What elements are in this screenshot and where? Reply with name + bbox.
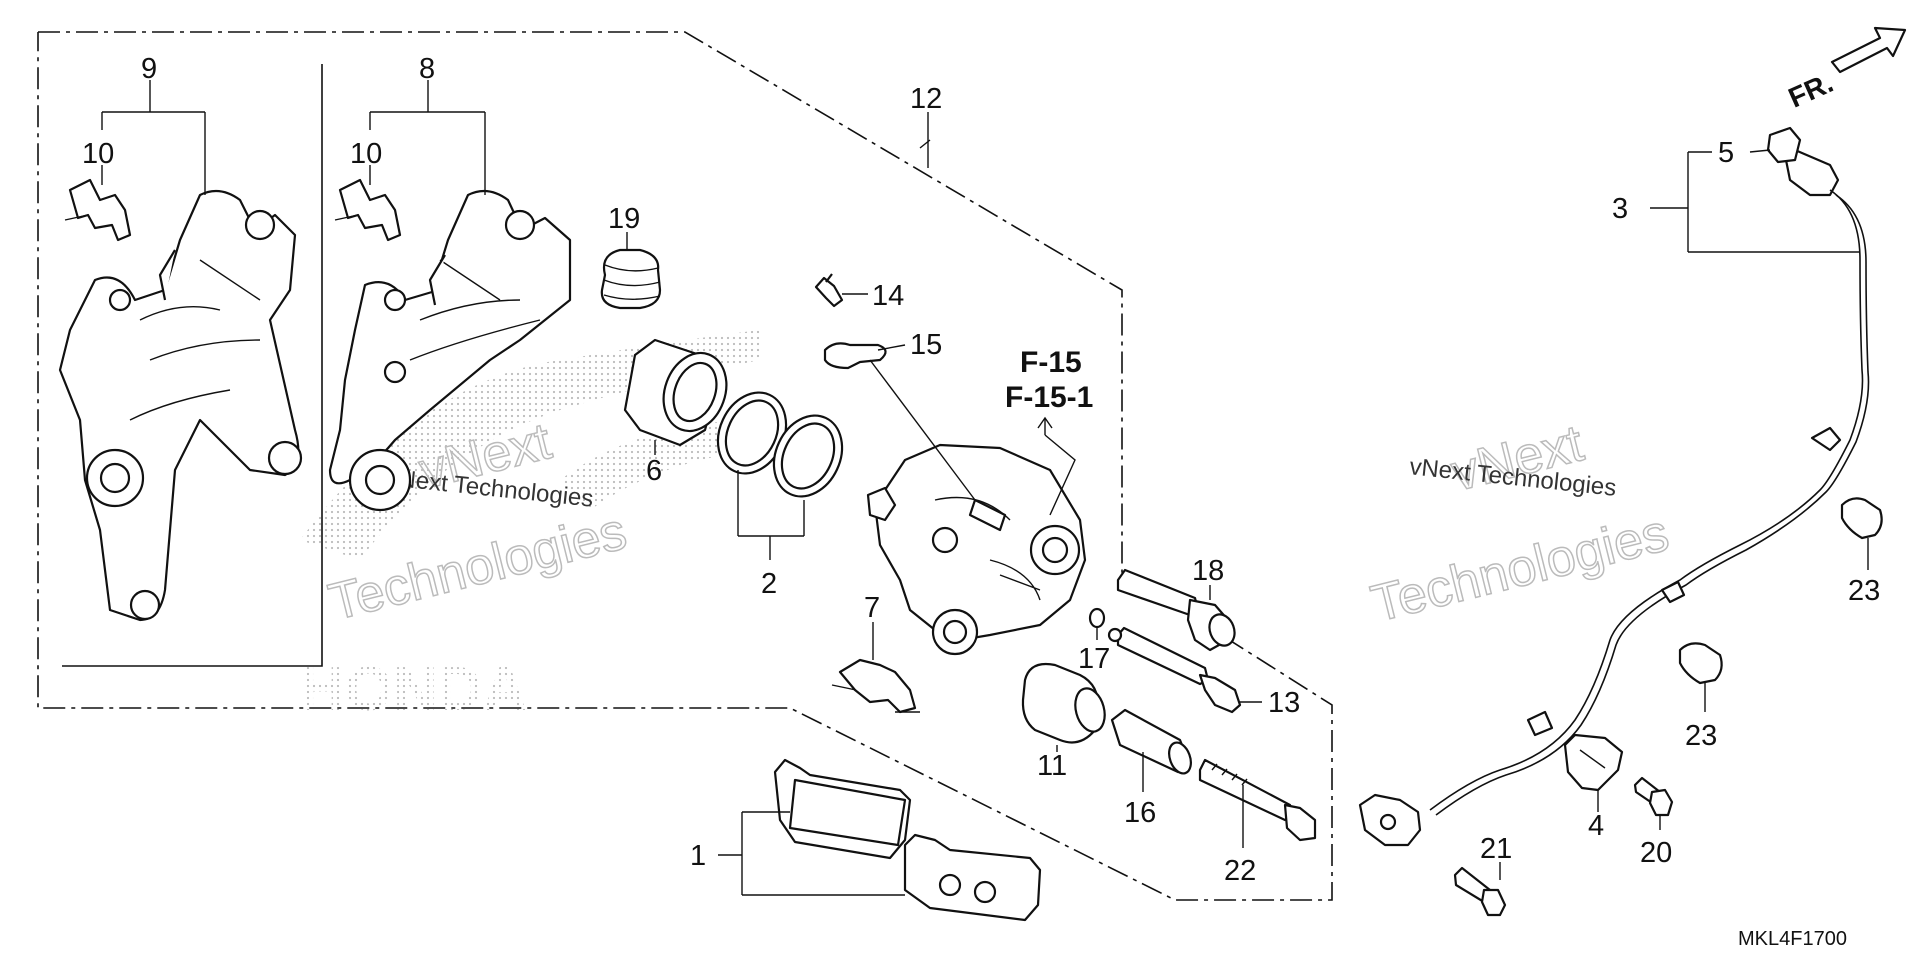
front-marker-label: FR. (1784, 67, 1838, 114)
bleeder-screw-14[interactable] (814, 273, 844, 308)
caliper-bracket-9[interactable] (58, 189, 303, 622)
label-20[interactable]: 20 (1640, 837, 1672, 869)
label-9[interactable]: 9 (141, 53, 157, 85)
brake-pads-1[interactable] (773, 758, 1042, 922)
watermark-brand: HONDA (300, 655, 527, 724)
label-1[interactable]: 1 (690, 840, 706, 872)
label-22[interactable]: 22 (1224, 855, 1256, 887)
bleeder-cap-15[interactable] (823, 342, 887, 370)
label-12[interactable]: 12 (910, 83, 942, 115)
sensor-cap-5[interactable] (1766, 126, 1802, 164)
assembly-boundaries (37, 31, 1333, 901)
watermark-right: Technologies vNext vNext Technologies (1365, 413, 1675, 634)
pad-spring-10-left[interactable] (64, 178, 132, 242)
label-23-mid[interactable]: 23 (1685, 720, 1717, 752)
label-14[interactable]: 14 (872, 280, 904, 312)
bolt-22[interactable] (1198, 758, 1317, 842)
label-16[interactable]: 16 (1124, 797, 1156, 829)
bolt-21[interactable] (1453, 866, 1507, 917)
label-11[interactable]: 11 (1037, 750, 1067, 782)
piston-seal-2[interactable] (705, 381, 855, 507)
label-2[interactable]: 2 (761, 568, 777, 600)
caliper-body[interactable] (866, 443, 1087, 656)
pin-bolt-18[interactable] (1116, 568, 1239, 652)
clamp-23-top[interactable] (1840, 497, 1883, 540)
bolt-20[interactable] (1633, 776, 1674, 817)
label-10-middle[interactable]: 10 (350, 138, 382, 170)
label-5[interactable]: 5 (1718, 137, 1734, 169)
sleeve-16[interactable] (1110, 708, 1195, 776)
label-10-left[interactable]: 10 (82, 138, 114, 170)
pin-13[interactable] (1107, 626, 1242, 714)
pad-spring-7[interactable] (831, 658, 920, 714)
label-15[interactable]: 15 (910, 329, 942, 361)
label-19[interactable]: 19 (608, 203, 640, 235)
reference-f15[interactable]: F-15 (1020, 346, 1082, 379)
leader-lines (101, 80, 1869, 896)
caliper-bracket-8[interactable] (328, 189, 572, 512)
label-7[interactable]: 7 (864, 592, 880, 624)
reference-block[interactable]: F-15 F-15-1 (1005, 346, 1093, 435)
label-17[interactable]: 17 (1078, 643, 1110, 675)
part-labels: 9 10 8 10 12 19 14 15 6 2 7 18 17 13 11 … (82, 53, 1880, 887)
label-21[interactable]: 21 (1480, 833, 1512, 865)
speed-sensor-3[interactable] (1358, 148, 1870, 847)
clamp-23-mid[interactable] (1678, 642, 1723, 685)
boot-19[interactable] (600, 248, 662, 310)
front-direction-marker: FR. (1784, 26, 1907, 114)
label-8[interactable]: 8 (419, 53, 435, 85)
label-13[interactable]: 13 (1268, 687, 1300, 719)
reference-f15-1[interactable]: F-15-1 (1005, 381, 1093, 414)
pad-spring-10-middle[interactable] (334, 178, 402, 242)
label-6[interactable]: 6 (646, 455, 662, 487)
label-23-top[interactable]: 23 (1848, 575, 1880, 607)
piston-6[interactable] (623, 338, 737, 447)
sensor-bracket-4[interactable] (1563, 733, 1624, 792)
diagram-code: MKL4F1700 (1738, 928, 1847, 950)
label-18[interactable]: 18 (1192, 555, 1224, 587)
pin-boot-11[interactable] (1021, 662, 1109, 744)
label-3[interactable]: 3 (1612, 193, 1628, 225)
washer-17[interactable] (1088, 607, 1106, 629)
label-4[interactable]: 4 (1588, 810, 1604, 842)
